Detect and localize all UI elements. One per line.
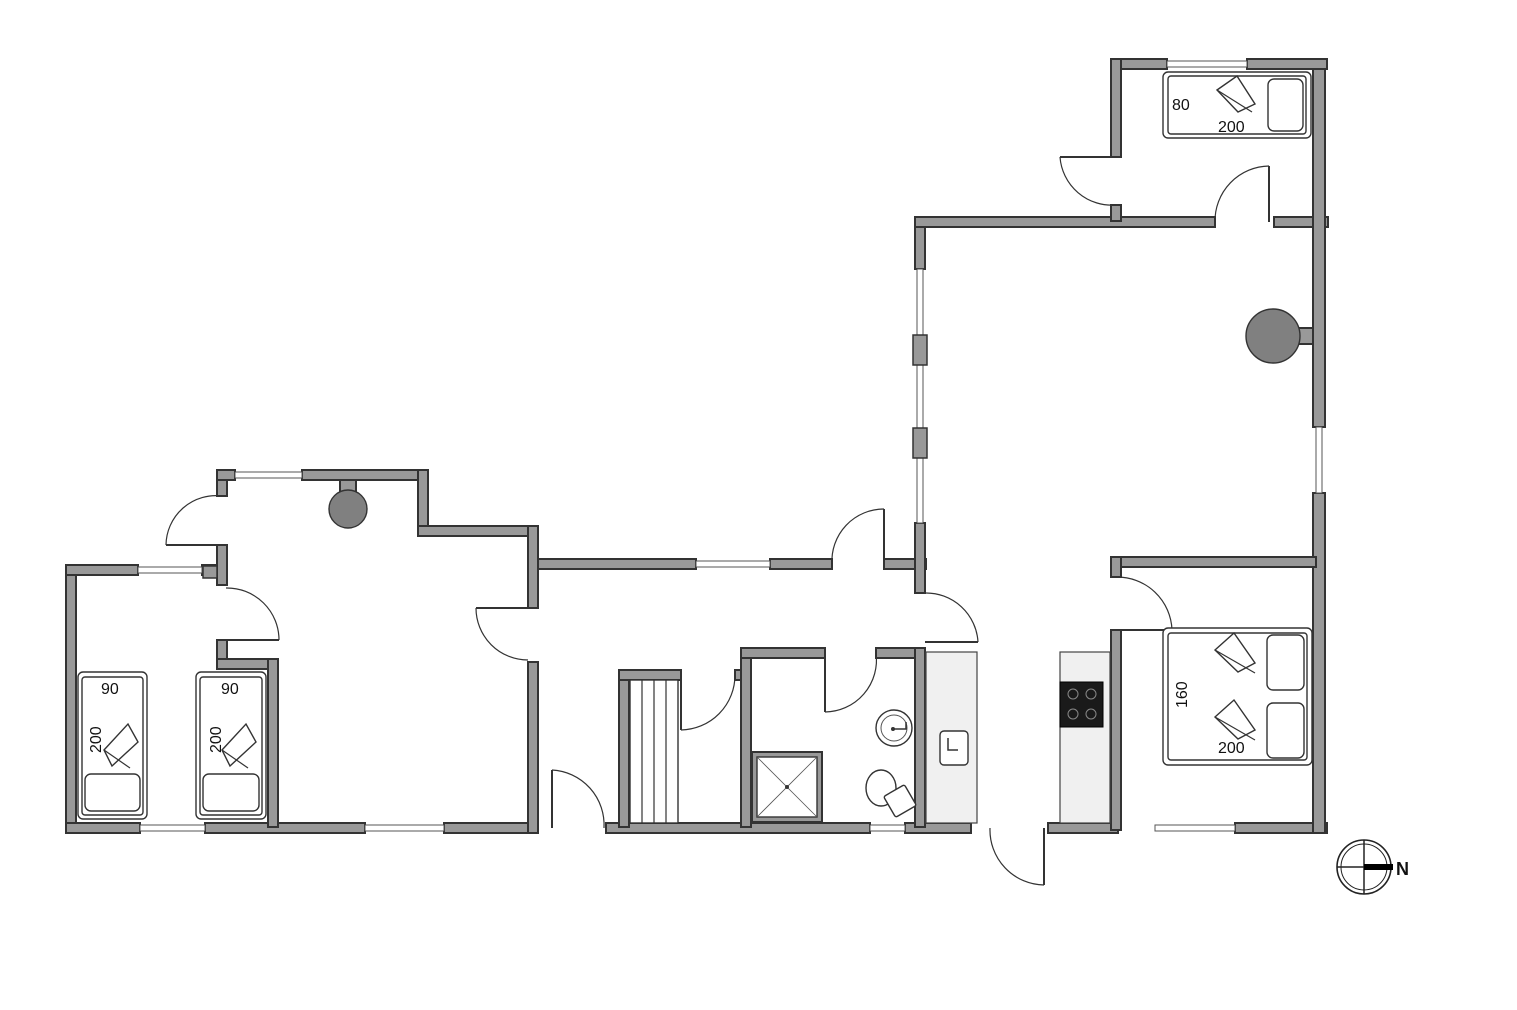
single-bed-icon: 90 200 <box>195 671 267 820</box>
wall <box>527 661 539 834</box>
window <box>139 824 206 832</box>
single-bed-icon: 80 200 <box>1162 71 1312 139</box>
wall <box>443 822 539 834</box>
bathroom-fixtures <box>751 709 917 823</box>
window-post <box>202 565 218 579</box>
wall <box>216 469 236 481</box>
door <box>475 607 529 661</box>
wall <box>1273 216 1329 228</box>
wall <box>1110 58 1122 158</box>
door <box>924 592 979 643</box>
wall <box>1246 58 1328 70</box>
wall <box>65 564 139 576</box>
wall <box>618 669 630 828</box>
bed-width-label: 90 <box>221 681 239 698</box>
wall <box>605 822 871 834</box>
walls <box>65 58 1329 834</box>
wall <box>267 658 279 828</box>
wall <box>1312 492 1326 834</box>
wood-stoves <box>328 308 1301 529</box>
wall <box>204 822 366 834</box>
wall <box>618 669 682 681</box>
wall <box>537 558 697 570</box>
wall <box>769 558 833 570</box>
bed-length-label: 200 <box>1218 740 1245 757</box>
door <box>831 508 885 565</box>
door <box>1115 576 1173 631</box>
double-bed-icon: 160 200 <box>1162 627 1313 766</box>
wall <box>914 522 926 594</box>
window <box>695 560 771 568</box>
wall <box>527 525 539 609</box>
window <box>137 566 203 574</box>
bed-length-label: 200 <box>208 726 225 753</box>
door <box>225 587 280 641</box>
bed-length-label: 200 <box>1218 119 1245 136</box>
window <box>1154 824 1236 832</box>
wall <box>1110 204 1122 222</box>
single-bed-icon: 90 200 <box>77 671 148 820</box>
door <box>680 674 736 731</box>
wall <box>301 469 429 481</box>
window <box>1315 426 1323 494</box>
wall <box>875 647 921 659</box>
wall <box>65 822 141 834</box>
door <box>1059 156 1117 206</box>
cooktop-icon <box>1059 681 1104 728</box>
window-post <box>912 427 928 459</box>
window <box>364 824 445 832</box>
bed-width-label: 160 <box>1174 681 1191 708</box>
window <box>869 824 906 832</box>
door <box>551 769 605 829</box>
bed-length-label: 200 <box>88 726 105 753</box>
wood-stove-icon <box>328 489 368 529</box>
wall <box>740 647 752 828</box>
window <box>916 268 924 524</box>
wall <box>216 544 228 586</box>
wall <box>1047 822 1119 834</box>
wall <box>417 525 539 537</box>
staircase <box>629 679 679 824</box>
bed-width-label: 80 <box>1172 97 1190 114</box>
wall <box>1110 556 1122 578</box>
door <box>165 495 223 546</box>
bed-width-label: 90 <box>101 681 119 698</box>
wall <box>65 564 77 834</box>
compass-north-label: N <box>1396 859 1409 879</box>
door <box>824 652 878 713</box>
kitchen <box>925 651 1111 824</box>
sink-icon <box>939 730 969 766</box>
wall <box>914 216 1216 228</box>
wood-stove-icon <box>1245 308 1301 364</box>
doors <box>165 156 1270 886</box>
window <box>234 471 303 479</box>
wall <box>1312 58 1326 428</box>
windows <box>137 60 1323 832</box>
door <box>989 827 1045 886</box>
window <box>1166 60 1248 68</box>
window-post <box>912 334 928 366</box>
toilet-icon <box>865 769 917 818</box>
wall <box>1110 629 1122 831</box>
wall <box>740 647 826 659</box>
kitchen-counter <box>1059 651 1111 824</box>
north-arrow-icon: N <box>1336 839 1409 895</box>
wall <box>914 647 926 828</box>
wall <box>1110 556 1317 568</box>
door <box>1214 165 1270 223</box>
